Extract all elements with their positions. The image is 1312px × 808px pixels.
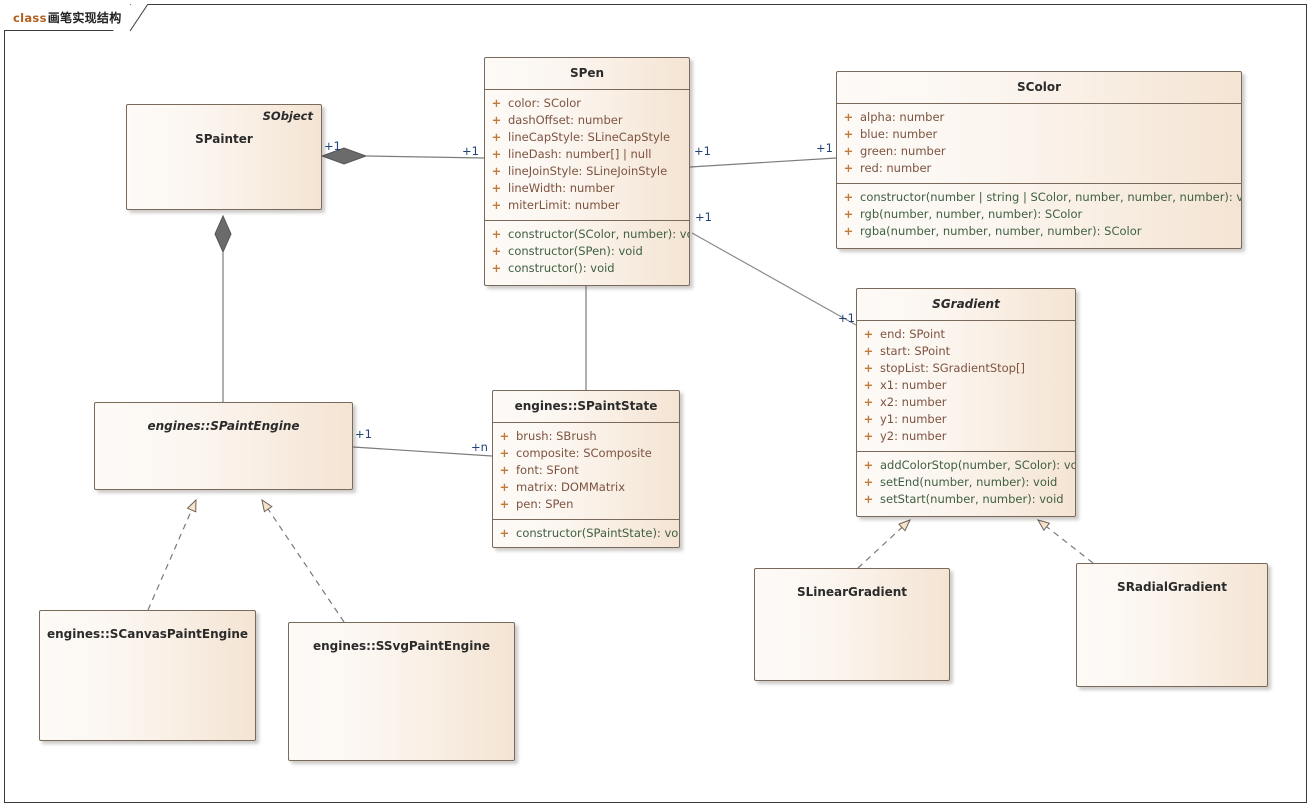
attribute-row: +color: SColor	[491, 96, 581, 111]
frame-title: 画笔实现结构	[47, 11, 122, 25]
attributes-scolor: +alpha: number +blue: number +green: num…	[837, 104, 1241, 183]
operation-row: +rgba(number, number, number, number): S…	[843, 224, 1142, 239]
attribute-row: +blue: number	[843, 127, 938, 142]
attributes-sgradient: +end: SPoint +start: SPoint +stopList: S…	[857, 321, 1075, 451]
frame-tab	[4, 4, 131, 31]
operation-row: +rgb(number, number, number): SColor	[843, 207, 1083, 222]
attribute-row: +pen: SPen	[499, 497, 574, 512]
class-name-spaintengine: engines::SPaintEngine	[147, 419, 300, 433]
link-sradialgradient-realizes-sgradient	[1038, 520, 1094, 564]
class-box-scanvaspaintengine[interactable]: engines::SCanvasPaintEngine	[39, 610, 256, 741]
attribute-row: +stopList: SGradientStop[]	[863, 361, 1025, 376]
attribute-row: +y2: number	[863, 429, 947, 444]
class-name-scolor: SColor	[837, 72, 1241, 105]
class-box-spaintstate[interactable]: engines::SPaintState +brush: SBrush +com…	[492, 390, 680, 548]
frame-keyword: class	[13, 10, 47, 25]
attribute-row: +lineDash: number[] | null	[491, 147, 652, 162]
operations-spaintstate: +constructor(SPaintState): void	[493, 519, 680, 547]
attribute-row: +green: number	[843, 144, 946, 159]
attribute-row: +matrix: DOMMatrix	[499, 480, 626, 495]
link-scanvaspaintengine-realizes-spaintengine	[147, 500, 197, 611]
link-spainter-spaintengine	[214, 214, 232, 402]
operations-spen: +constructor(SColor, number): void +cons…	[485, 220, 689, 283]
multiplicity-painter-pen-target: +1	[462, 144, 479, 158]
attribute-row: +y1: number	[863, 412, 947, 427]
attributes-spaintstate: +brush: SBrush +composite: SComposite +f…	[493, 423, 679, 519]
class-box-slineargradient[interactable]: SLinearGradient	[754, 568, 950, 681]
operation-row: +constructor(SPen): void	[491, 244, 643, 259]
attribute-row: +lineJoinStyle: SLineJoinStyle	[491, 164, 668, 179]
class-box-ssvgpaintengine[interactable]: engines::SSvgPaintEngine	[288, 622, 515, 761]
class-name-ssvgpaintengine: engines::SSvgPaintEngine	[312, 639, 491, 653]
class-box-spainter[interactable]: SObject SPainter	[126, 104, 322, 210]
class-name-scanvaspaintengine: engines::SCanvasPaintEngine	[46, 627, 249, 641]
attribute-row: +x2: number	[863, 395, 947, 410]
operation-row: +setStart(number, number): void	[863, 492, 1064, 507]
attribute-row: +composite: SComposite	[499, 446, 652, 461]
operation-row: +constructor(number | string | SColor, n…	[843, 190, 1242, 205]
link-spen-scolor	[689, 157, 837, 168]
multiplicity-pen-color-source: +1	[694, 144, 711, 158]
link-spen-sgradient	[691, 232, 857, 326]
attribute-row: +dashOffset: number	[491, 113, 623, 128]
link-ssvgpaintengine-realizes-spaintengine	[262, 500, 345, 623]
link-slineargradient-realizes-sgradient	[857, 520, 910, 569]
class-box-spaintengine[interactable]: engines::SPaintEngine	[94, 402, 353, 490]
multiplicity-engine-state-source: +1	[355, 427, 372, 441]
operation-row: +addColorStop(number, SColor): void	[863, 458, 1076, 473]
operation-row: +setEnd(number, number): void	[863, 475, 1058, 490]
attribute-row: +x1: number	[863, 378, 947, 393]
class-box-sradialgradient[interactable]: SRadialGradient	[1076, 563, 1268, 687]
operation-row: +constructor(SColor, number): void	[491, 227, 690, 242]
class-name-sgradient: SGradient	[857, 289, 1075, 322]
attribute-row: +red: number	[843, 161, 932, 176]
multiplicity-painter-pen-source: +1	[324, 139, 341, 153]
attribute-row: +lineCapStyle: SLineCapStyle	[491, 130, 671, 145]
operation-row: +constructor(SPaintState): void	[499, 526, 680, 541]
operation-row: +constructor(): void	[491, 261, 615, 276]
operations-sgradient: +addColorStop(number, SColor): void +set…	[857, 451, 1075, 514]
link-spainter-spen	[320, 147, 485, 165]
attribute-row: +start: SPoint	[863, 344, 951, 359]
class-name-slineargradient: SLinearGradient	[796, 585, 908, 599]
class-stereotype-spainter: SObject	[262, 109, 313, 123]
attribute-row: +lineWidth: number	[491, 181, 615, 196]
class-box-spen[interactable]: SPen +color: SColor +dashOffset: number …	[484, 57, 690, 286]
class-name-sradialgradient: SRadialGradient	[1117, 580, 1227, 594]
attribute-row: +brush: SBrush	[499, 429, 597, 444]
multiplicity-pen-gradient-source: +1	[695, 210, 712, 224]
class-name-spainter: SObject SPainter	[195, 109, 313, 146]
multiplicity-pen-gradient-target: +1	[838, 311, 855, 325]
attribute-row: +alpha: number	[843, 110, 945, 125]
attribute-row: +miterLimit: number	[491, 198, 620, 213]
multiplicity-engine-state-target: +n	[471, 440, 488, 454]
attribute-row: +end: SPoint	[863, 327, 946, 342]
class-box-sgradient[interactable]: SGradient +end: SPoint +start: SPoint +s…	[856, 288, 1076, 517]
attributes-spen: +color: SColor +dashOffset: number +line…	[485, 90, 689, 220]
class-box-scolor[interactable]: SColor +alpha: number +blue: number +gre…	[836, 71, 1242, 249]
multiplicity-pen-color-target: +1	[816, 141, 833, 155]
operations-scolor: +constructor(number | string | SColor, n…	[837, 183, 1241, 246]
class-name-spaintstate: engines::SPaintState	[493, 391, 679, 424]
attribute-row: +font: SFont	[499, 463, 579, 478]
class-name-spen: SPen	[485, 58, 689, 91]
